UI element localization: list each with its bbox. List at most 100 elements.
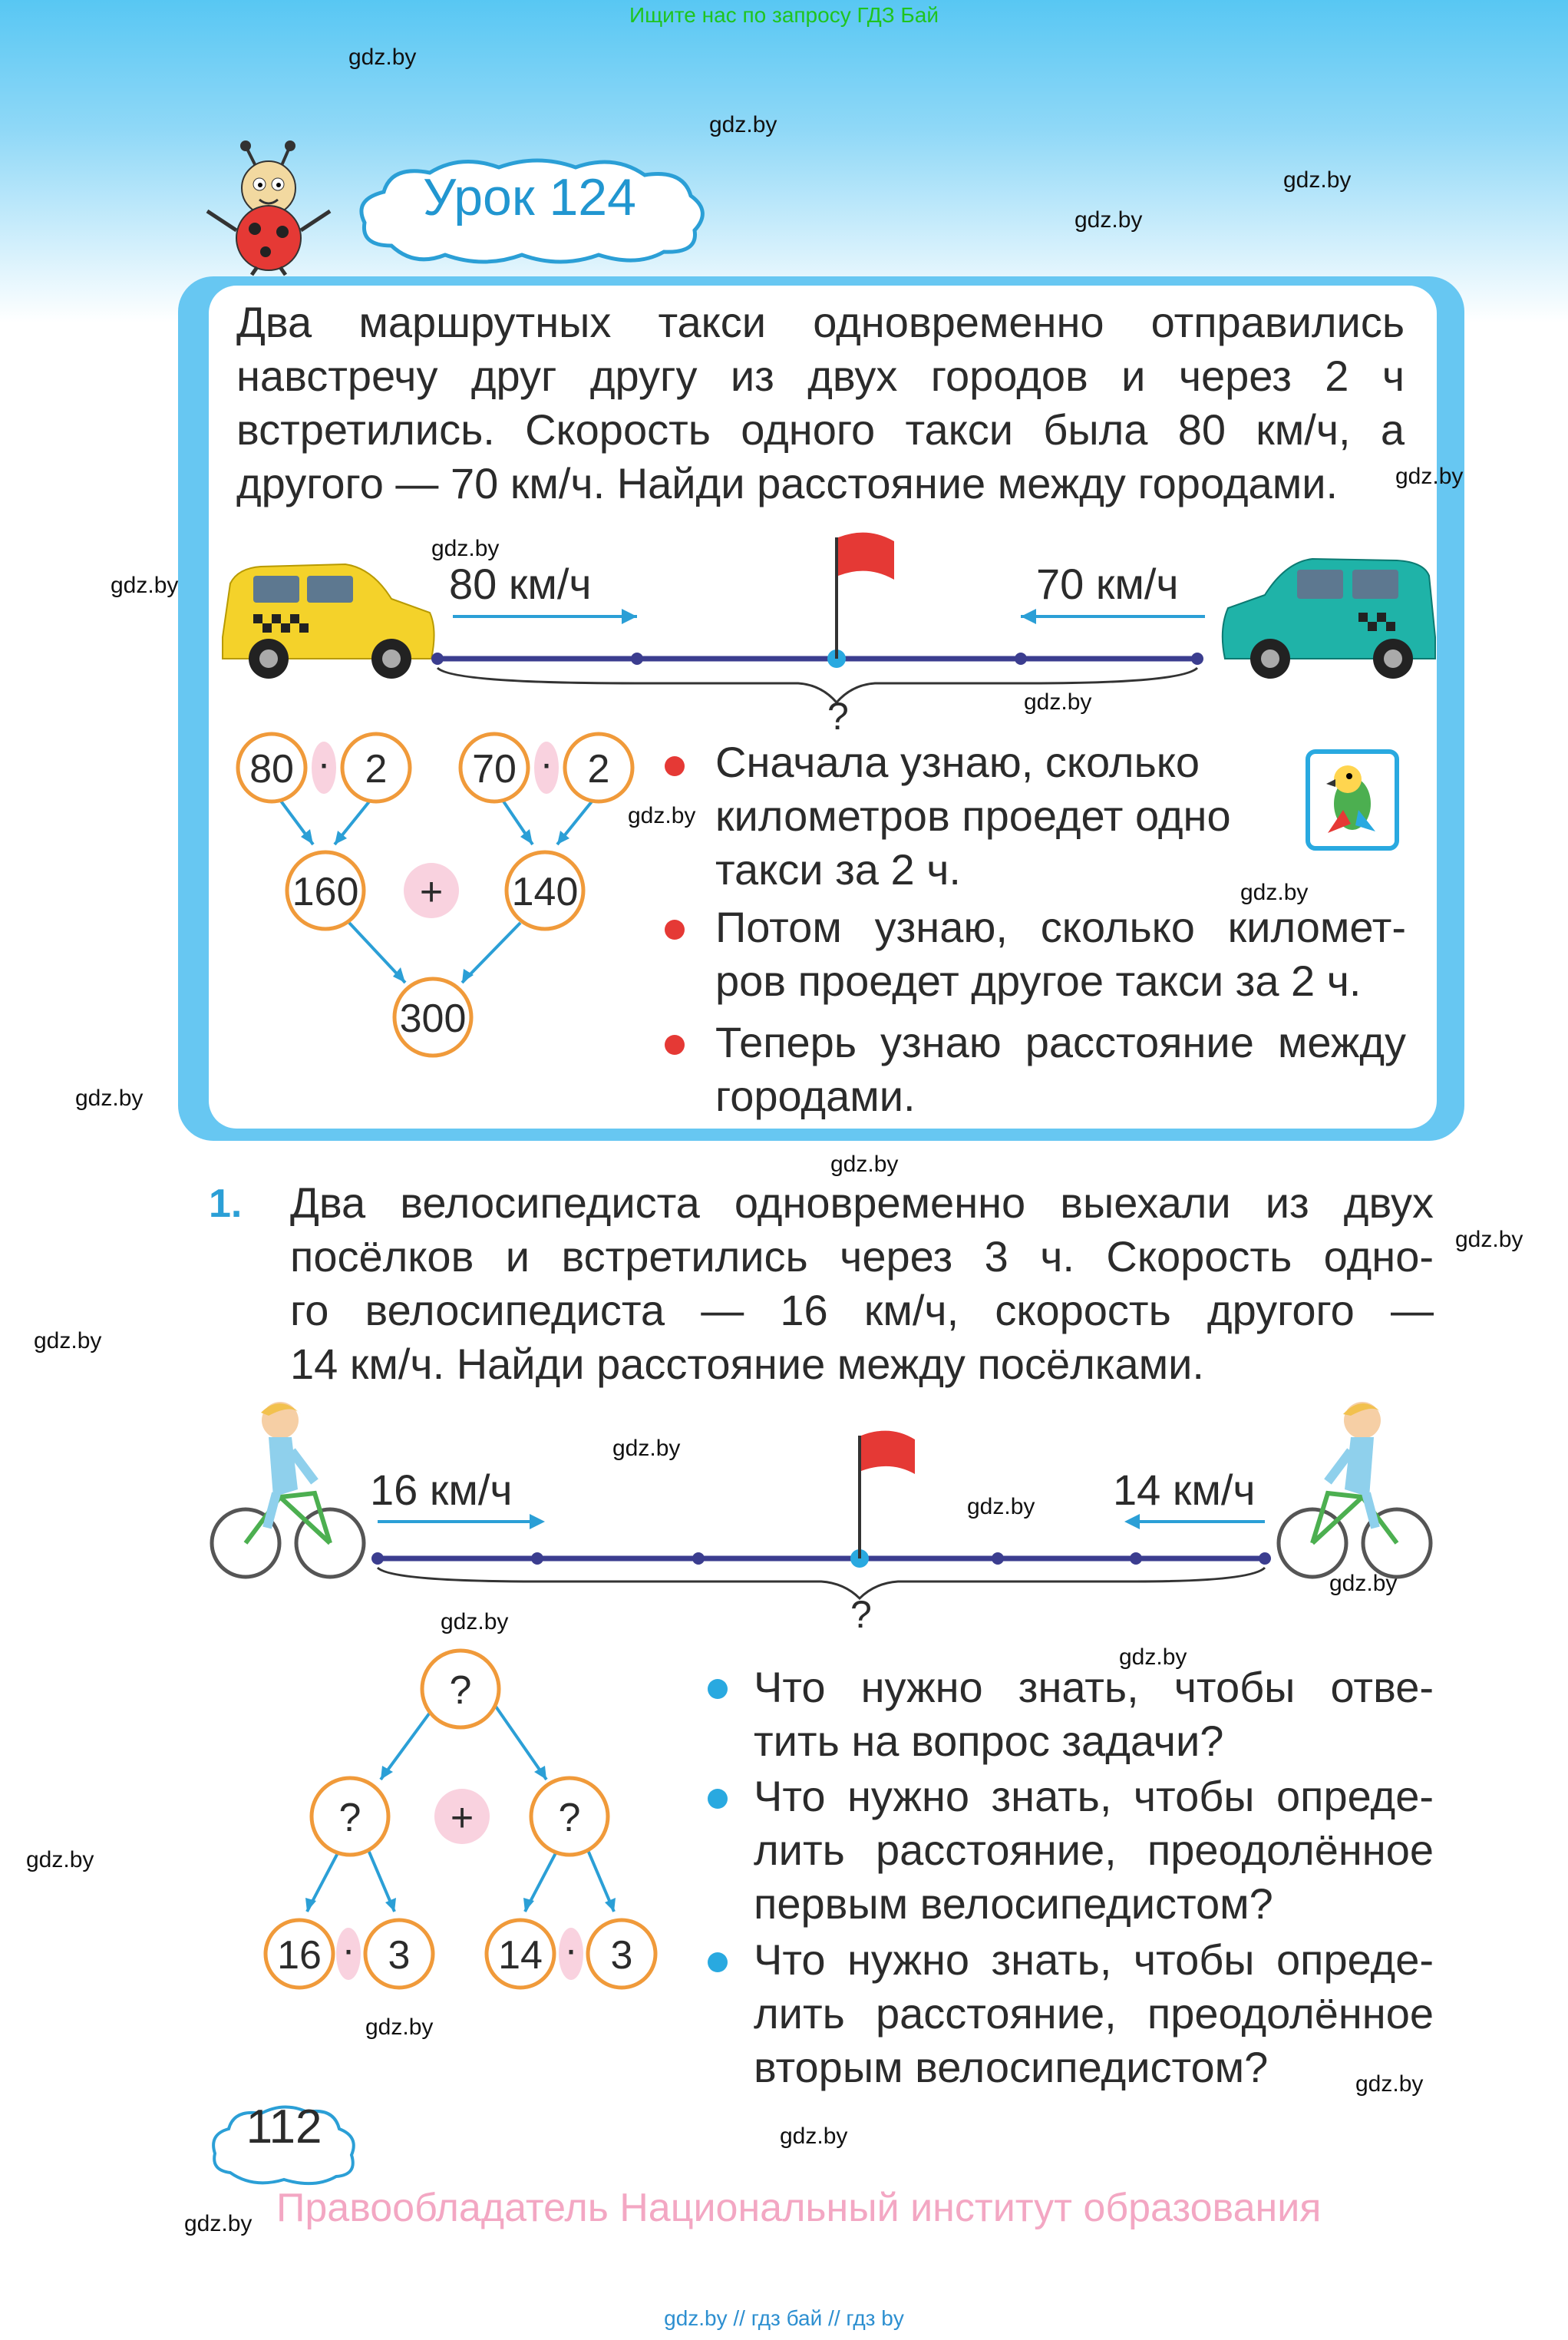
distance-question: ? <box>850 1593 872 1636</box>
red-bullet-icon <box>665 1035 685 1055</box>
plan-step-1: Сначала узнаю, сколько километров проеде… <box>715 735 1299 897</box>
red-flag-icon <box>838 532 894 580</box>
watermark: gdz.by <box>1119 1644 1187 1670</box>
watermark: gdz.by <box>1455 1227 1523 1252</box>
tree1-operator: · <box>540 742 553 786</box>
top-notice: Ищите нас по запросу ГДЗ Бай <box>629 3 939 27</box>
solution-tree-1: 80 · 2 70 · 2 160 + 140 300 <box>236 732 635 1058</box>
task1-line: 14 км/ч. Найди расстояние между посёлкам… <box>290 1340 1204 1388</box>
watermark: gdz.by <box>431 536 500 561</box>
plan-step-2: Потом узнаю, сколько километ- ров проеде… <box>715 901 1406 1008</box>
watermark: gdz.by <box>75 1086 144 1111</box>
tree2-node: ? <box>450 1668 472 1713</box>
intro-line: встретились. Скорость одного такси была … <box>236 405 1405 454</box>
question-line: Что нужно знать, чтобы опреде- <box>754 1935 1434 1984</box>
question-line: тить на вопрос задачи? <box>754 1717 1224 1765</box>
watermark: gdz.by <box>111 573 179 598</box>
watermark: gdz.by <box>830 1152 899 1177</box>
watermark: gdz.by <box>1240 880 1309 905</box>
plan-step-line: Сначала узнаю, сколько <box>715 738 1200 786</box>
tree2-node: 3 <box>388 1933 411 1978</box>
watermark: gdz.by <box>348 45 417 70</box>
watermark: gdz.by <box>34 1328 102 1353</box>
watermark: gdz.by <box>1395 464 1464 489</box>
tree1-node: 2 <box>588 747 610 792</box>
plan-step-line: городами. <box>715 1072 916 1120</box>
task-number: 1. <box>209 1182 243 1226</box>
cyclist-right-icon <box>1276 1402 1433 1579</box>
blue-bullet-icon <box>708 1789 728 1809</box>
watermark: gdz.by <box>365 2014 434 2040</box>
teal-taxi-icon <box>1221 557 1436 679</box>
taxi-diagram: 80 км/ч 70 км/ч ? <box>222 532 1436 737</box>
distance-bracket <box>376 1566 1266 1601</box>
task1-line: посёлков и встретились через 3 ч. Скорос… <box>290 1232 1434 1281</box>
blue-bullet-icon <box>708 1679 728 1699</box>
tree2-node: 3 <box>611 1933 633 1978</box>
question-line: Что нужно знать, чтобы опреде- <box>754 1772 1434 1820</box>
watermark: gdz.by <box>1283 167 1352 193</box>
intro-problem: Два маршрутных такси одновременно отправ… <box>236 296 1405 511</box>
tree2-node: ? <box>559 1796 581 1840</box>
distance-bracket <box>436 666 1199 705</box>
tree1-node: 2 <box>365 747 388 792</box>
red-flag-icon <box>861 1430 915 1474</box>
solution-tree-2: ? ? + ? 16 · 3 14 · 3 <box>263 1648 658 1990</box>
watermark: gdz.by <box>1024 689 1092 715</box>
speed-left-label: 16 км/ч <box>370 1466 513 1514</box>
bike-diagram: 16 км/ч 14 км/ч ? <box>210 1402 1433 1636</box>
page-number: 112 <box>246 2100 322 2153</box>
speed-right-label: 14 км/ч <box>1113 1466 1256 1514</box>
question-2: Что нужно знать, чтобы опреде- лить расс… <box>754 1770 1434 1931</box>
copyright-notice: Правообладатель Национальный институт об… <box>276 2186 1322 2230</box>
speed-left-label: 80 км/ч <box>449 560 592 608</box>
question-3: Что нужно знать, чтобы опреде- лить расс… <box>754 1933 1434 2094</box>
lesson-cloud-shape <box>359 158 705 264</box>
tree1-node: 160 <box>292 870 359 914</box>
distance-question: ? <box>827 695 849 737</box>
ladybug-mascot-icon <box>206 140 332 276</box>
tree2-operator: · <box>564 1928 577 1972</box>
plan-step-3: Теперь узнаю расстояние между городами. <box>715 1016 1406 1123</box>
arrow-right-icon <box>622 609 637 624</box>
watermark: gdz.by <box>1329 1571 1398 1596</box>
plan-step-line: ров проедет другое такси за 2 ч. <box>715 957 1362 1005</box>
watermark: gdz.by <box>1355 2071 1424 2097</box>
watermark: gdz.by <box>26 1847 94 1872</box>
speed-right-label: 70 км/ч <box>1036 560 1179 608</box>
question-1: Что нужно знать, чтобы отве- тить на воп… <box>754 1661 1434 1768</box>
lesson-title: Урок 124 <box>423 168 636 226</box>
red-bullet-icon <box>665 756 685 776</box>
question-line: лить расстояние, преодолённое <box>754 1826 1434 1874</box>
arrow-left-icon <box>1021 609 1036 624</box>
tree1-node: 140 <box>512 870 579 914</box>
tree1-operator: · <box>317 742 330 786</box>
arrow-left-icon <box>1124 1514 1140 1529</box>
question-line: вторым велосипедистом? <box>754 2043 1269 2091</box>
red-bullet-icon <box>665 920 685 940</box>
watermark: gdz.by <box>780 2124 848 2149</box>
plan-step-line: Потом узнаю, сколько километ- <box>715 903 1406 951</box>
tree1-node: 70 <box>472 747 517 792</box>
question-line: Что нужно знать, чтобы отве- <box>754 1663 1434 1711</box>
watermark: gdz.by <box>184 2211 253 2236</box>
watermark: gdz.by <box>612 1436 681 1461</box>
footer-links: gdz.by // гдз бай // гдз by <box>664 2306 904 2330</box>
watermark: gdz.by <box>709 112 777 137</box>
plan-step-line: Теперь узнаю расстояние между <box>715 1018 1406 1066</box>
tree1-node: 80 <box>249 747 294 792</box>
blue-bullet-icon <box>708 1952 728 1972</box>
watermark: gdz.by <box>1074 207 1143 233</box>
intro-line: навстречу друг другу из двух городов и ч… <box>236 352 1405 400</box>
yellow-taxi-icon <box>222 563 435 679</box>
tree2-node: 16 <box>277 1933 322 1978</box>
intro-line: Два маршрутных такси одновременно отправ… <box>236 298 1405 346</box>
parrot-icon <box>1306 749 1399 851</box>
tree2-node: 14 <box>498 1933 543 1978</box>
question-line: лить расстояние, преодолённое <box>754 1989 1434 2038</box>
watermark: gdz.by <box>967 1494 1035 1519</box>
intro-line: другого — 70 км/ч. Найди расстояние межд… <box>236 459 1339 507</box>
tree2-operator: + <box>451 1796 474 1840</box>
plan-step-line: такси за 2 ч. <box>715 845 961 894</box>
tree2-node: ? <box>339 1796 361 1840</box>
